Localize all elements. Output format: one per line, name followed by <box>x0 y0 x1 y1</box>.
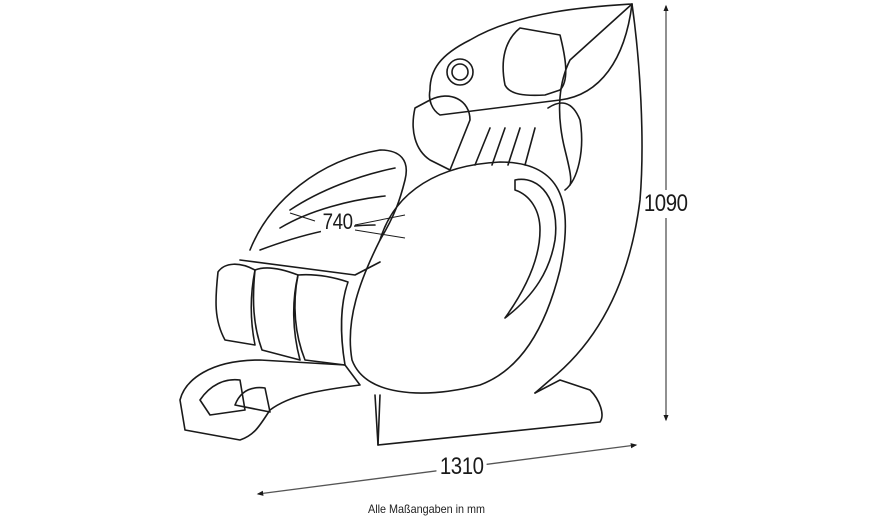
width-dimension-label: 1310 <box>436 455 487 479</box>
units-footnote: Alle Maßangaben in mm <box>368 502 486 516</box>
side-panel <box>349 161 567 394</box>
depth-dimension-label: 740 <box>320 209 355 234</box>
base <box>374 379 603 446</box>
height-dimension-label: 1090 <box>643 190 688 218</box>
back-shell <box>428 3 633 116</box>
